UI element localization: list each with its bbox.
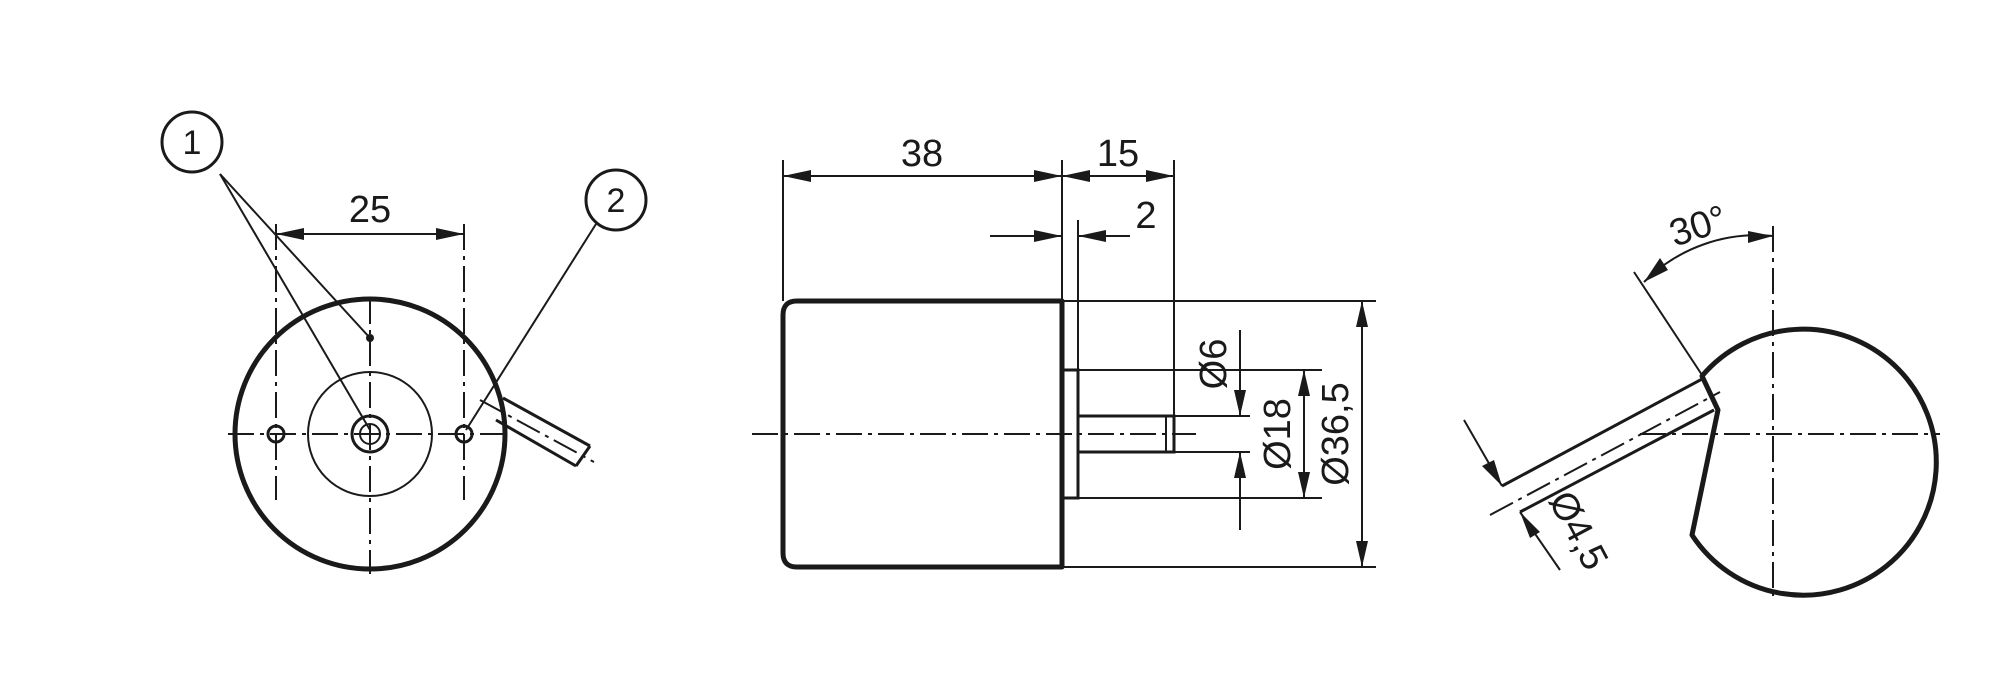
- side-view: 38 15 2 Ø6 Ø18 Ø36,5: [752, 133, 1376, 570]
- rear-cable-bottom: [1519, 408, 1715, 514]
- dim-label-15: 15: [1097, 133, 1139, 175]
- callout-2-label: 2: [607, 182, 626, 220]
- dim-label-d4-5: Ø4,5: [1540, 485, 1616, 577]
- callout-1-leader-b: [219, 173, 371, 431]
- dim-label-2: 2: [1135, 195, 1156, 237]
- front-cable-centerline: [479, 399, 595, 463]
- callout-2-circle: [584, 168, 648, 232]
- dim-label-25: 25: [349, 189, 391, 231]
- dim-label-d18: Ø18: [1257, 398, 1299, 470]
- callout-2-leader: [465, 223, 597, 431]
- front-cable-top: [502, 396, 591, 448]
- callout-1-label: 1: [183, 124, 202, 162]
- dim-label-d36-5: Ø36,5: [1315, 382, 1357, 486]
- callout-1-circle: [160, 110, 224, 174]
- dim-label-d6: Ø6: [1193, 339, 1235, 390]
- front-view: 25 1 2: [160, 110, 648, 574]
- callout-1-leader-a: [219, 173, 371, 339]
- rear-cable-top: [1501, 376, 1705, 488]
- dim-label-30deg: 30°: [1664, 198, 1732, 256]
- dim-label-38: 38: [901, 133, 943, 175]
- rear-body-outline: [1689, 326, 1939, 598]
- side-body-outline: [780, 298, 1065, 570]
- angle-extension: [1633, 271, 1705, 379]
- rear-view: Ø4,5 30°: [1463, 198, 1940, 598]
- front-cable-bottom: [495, 418, 577, 468]
- rear-cable-centerline: [1489, 391, 1721, 516]
